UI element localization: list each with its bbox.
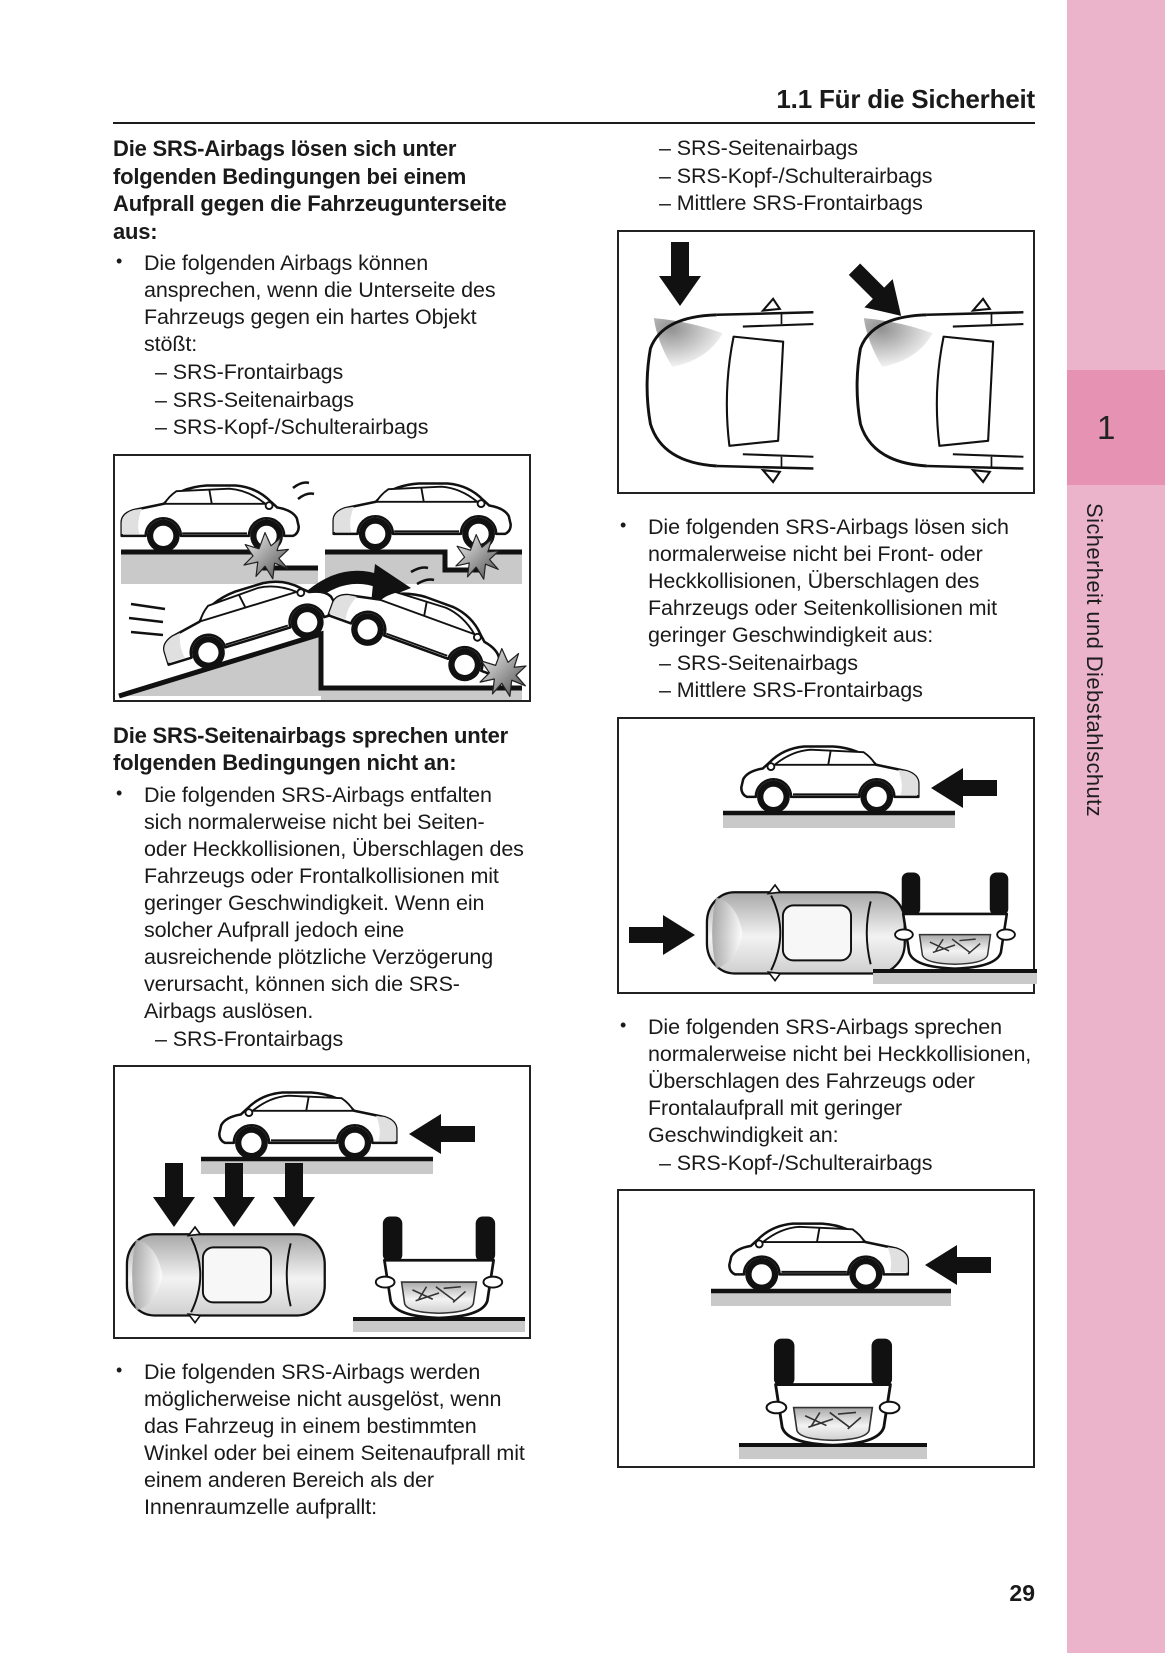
heading-side-airbags-no-deploy: Die SRS-Seitenairbags sprechen unter fol… <box>113 722 509 776</box>
list-item: – SRS-Seitenairbags <box>659 650 858 675</box>
bullet-text: Die folgenden Airbags können ansprechen,… <box>144 251 496 356</box>
bullet-marker: • <box>620 514 627 535</box>
rear-roof-rollover-illustration <box>125 1067 525 1332</box>
rear-rollover-illustration <box>711 1191 991 1459</box>
figure-rear-rollover <box>617 1189 1035 1468</box>
list-item: – Mittlere SRS-Frontairbags <box>659 191 923 215</box>
bullet-marker: • <box>116 782 123 803</box>
figure-rear-front-rollover <box>617 716 1037 994</box>
bullet-item: • Die folgenden Airbags können anspreche… <box>113 250 531 358</box>
list-item: – Mittlere SRS-Frontairbags <box>659 678 923 702</box>
figure-rear-roof-rollover <box>113 1065 531 1339</box>
page-content: 1.1 Für die Sicherheit Die SRS-Airbags l… <box>113 0 1037 1522</box>
chapter-title-vertical: Sicherheit und Diebstahlschutz <box>1082 503 1107 818</box>
list-item: – SRS-Frontairbags <box>155 360 344 384</box>
list-item: – SRS-Frontairbags <box>155 1026 344 1051</box>
chapter-sidebar: 1 Sicherheit und Diebstahlschutz <box>1067 0 1165 1653</box>
figure-corner-impacts <box>617 229 1035 494</box>
list-item: – SRS-Kopf-/Schulterairbags <box>659 1150 933 1175</box>
header-rule <box>113 122 1035 124</box>
underside-impact-illustration <box>118 456 527 700</box>
bullet-text: Die folgenden SRS-Airbags entfalten sich… <box>144 782 524 1023</box>
rear-front-rollover-illustration <box>629 719 1037 984</box>
bullet-marker: • <box>620 1014 627 1035</box>
heading-underside-deploy: Die SRS-Airbags lösen sich unter folgend… <box>113 136 507 244</box>
list-item: – SRS-Seitenairbags <box>155 387 354 412</box>
bullet-item: • Die folgenden SRS-Airbags werden mögli… <box>113 1359 531 1521</box>
list-item: – SRS-Kopf-/Schulterairbags <box>155 415 429 439</box>
left-column: Die SRS-Airbags lösen sich unter folgend… <box>113 135 531 1522</box>
chapter-number: 1 <box>1097 408 1116 446</box>
bullet-marker: • <box>116 251 123 271</box>
bullet-item: • Die folgenden SRS-Airbags lösen sich n… <box>617 514 1035 649</box>
figure-underside-impacts <box>113 453 531 702</box>
bullet-item: • Die folgenden SRS-Airbags entfalten si… <box>113 782 531 1025</box>
page-number: 29 <box>1009 1580 1035 1606</box>
bullet-item: • Die folgenden SRS-Airbags sprechen nor… <box>617 1014 1035 1149</box>
bullet-text: Die folgenden SRS-Airbags lösen sich nor… <box>648 514 1009 647</box>
right-column: – SRS-Seitenairbags – SRS-Kopf-/Schulter… <box>617 135 1037 1522</box>
bullet-marker: • <box>116 1360 123 1380</box>
chapter-number-tab: 1 <box>1067 370 1165 485</box>
bullet-text: Die folgenden SRS-Airbags werden möglich… <box>144 1360 525 1519</box>
list-item: – SRS-Seitenairbags <box>659 136 858 160</box>
bullet-text: Die folgenden SRS-Airbags sprechen norma… <box>648 1014 1032 1147</box>
list-item: – SRS-Kopf-/Schulterairbags <box>659 163 933 188</box>
corner-impact-illustration <box>645 241 1025 483</box>
section-header: 1.1 Für die Sicherheit <box>776 84 1035 114</box>
